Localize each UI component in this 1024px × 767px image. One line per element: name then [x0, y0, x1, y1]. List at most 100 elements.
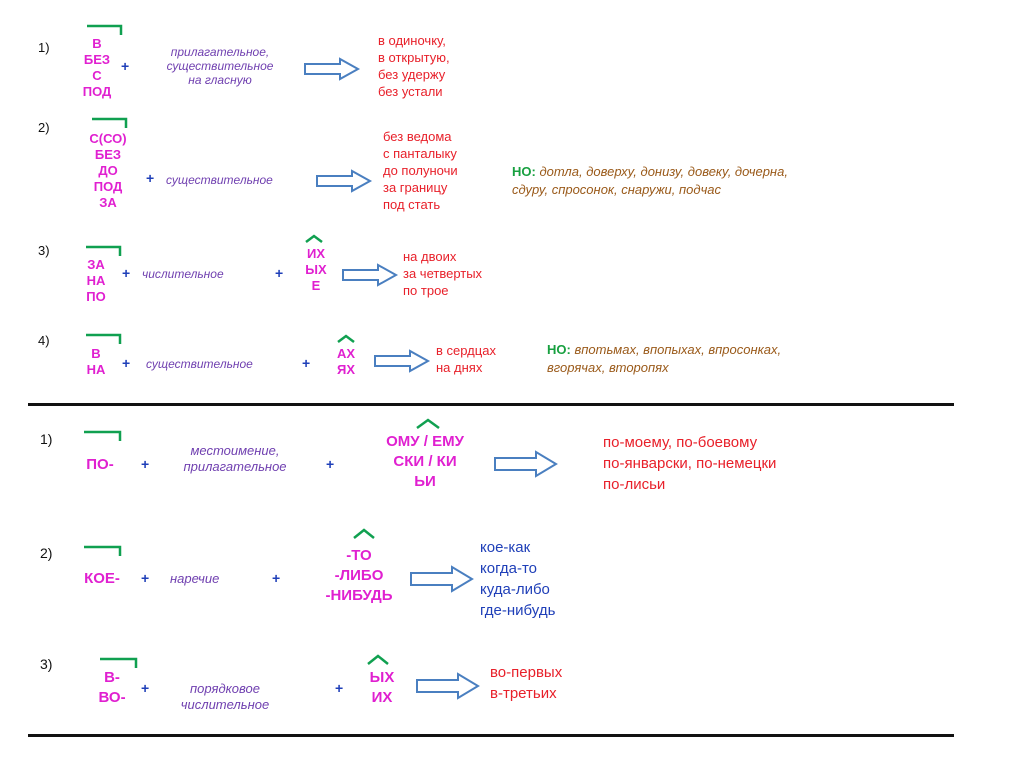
prefix: ПОД [82, 84, 112, 99]
prefix: ДО [98, 163, 118, 178]
suffix: ИХ [306, 246, 325, 261]
example: в сердцах [436, 343, 496, 358]
category-label: числительное [142, 267, 224, 281]
rule-number: 2) [38, 120, 50, 135]
plus-sign: + [141, 570, 150, 586]
category-label: существительное [146, 357, 253, 371]
example: за границу [383, 180, 448, 195]
prefix: В [92, 36, 102, 51]
rule-number: 3) [40, 656, 53, 672]
prefix: В- [104, 669, 120, 686]
suffix: ИХ [371, 689, 393, 706]
suffix-list: АХ ЯХ [326, 346, 366, 378]
category-line: прилагательное [183, 459, 287, 474]
example: без устали [378, 84, 443, 99]
plus-sign: + [141, 456, 150, 472]
category-line: числительное [180, 697, 270, 712]
suffix: ЫХ [369, 669, 395, 686]
plus-sign: + [121, 58, 130, 74]
example: где-нибудь [480, 602, 556, 619]
category-line: прилагательное, [170, 45, 270, 59]
prefix-bracket-icon [92, 117, 128, 128]
plus-sign: + [272, 570, 281, 586]
category-label: существительное [166, 173, 273, 187]
prefix-list: С(СО) БЕЗ ДО ПОД ЗА [70, 131, 146, 211]
suffix: Е [311, 278, 321, 293]
example-list: без ведома с панталыку до полуночи за гр… [383, 128, 458, 213]
example: когда-то [480, 560, 538, 577]
exception-note: НО: дотла, доверху, донизу, довеку, доче… [512, 163, 788, 199]
category-line: на гласную [188, 73, 252, 87]
suffix-list: ОМУ / ЕМУ СКИ / КИ ЬИ [350, 432, 500, 492]
category-label: наречие [170, 571, 220, 586]
arrow-right-icon [416, 672, 480, 700]
suffix: ЫХ [305, 262, 327, 277]
plus-sign: + [326, 456, 335, 472]
arrow-right-icon [342, 263, 399, 287]
prefix-bracket-icon [86, 245, 122, 256]
suffix-list: ЫХ ИХ [358, 668, 406, 708]
suffix-arc-icon [416, 418, 440, 430]
prefix: В [91, 346, 101, 361]
prefix-list: В НА [76, 346, 116, 378]
prefix-list: КОЕ- [70, 569, 134, 589]
exception-label: НО: [547, 342, 571, 357]
suffix: СКИ / КИ [393, 453, 457, 470]
example: без ведома [383, 129, 452, 144]
rule-number: 4) [38, 333, 50, 348]
category-line: существительное [166, 59, 274, 73]
prefix-bracket-icon [87, 24, 123, 35]
example-list: кое-как когда-то куда-либо где-нибудь [480, 537, 555, 621]
rule-number: 1) [40, 431, 53, 447]
example: в-третьих [490, 685, 557, 702]
category-label: порядковое числительное [165, 681, 285, 713]
exception-label: НО: [512, 164, 536, 179]
example-list: на двоих за четвертых по трое [403, 248, 482, 299]
example-list: во-первых в-третьих [490, 662, 562, 704]
section-divider-bottom [28, 734, 954, 737]
example: по-лисьи [603, 476, 666, 493]
arrow-right-icon [494, 450, 558, 478]
prefix: ВО- [98, 689, 126, 706]
plus-sign: + [146, 170, 155, 186]
suffix-arc-icon [353, 528, 375, 539]
example: по трое [403, 283, 449, 298]
example-list: в сердцах на днях [436, 342, 496, 376]
prefix: ЗА [87, 257, 105, 272]
prefix-bracket-icon [84, 545, 122, 556]
prefix: С(СО) [89, 131, 127, 146]
exception-text: впотьмах, впопыхах, впросонках, [574, 342, 782, 357]
exception-text: дотла, доверху, донизу, довеку, дочерна, [539, 164, 788, 179]
example: по-моему, по-боевому [603, 434, 758, 451]
suffix-arc-icon [305, 234, 323, 243]
prefix: НА [86, 273, 106, 288]
example-list: по-моему, по-боевому по-январски, по-нем… [603, 432, 776, 495]
prefix-bracket-icon [100, 657, 138, 668]
category-line: местоимение, [190, 443, 280, 458]
example: за четвертых [403, 266, 483, 281]
rule-number: 3) [38, 243, 50, 258]
prefix: ПО- [86, 456, 114, 473]
plus-sign: + [335, 680, 344, 696]
prefix: БЕЗ [94, 147, 122, 162]
example: куда-либо [480, 581, 550, 598]
suffix-list: -ТО -ЛИБО -НИБУДЬ [304, 546, 414, 606]
example: на двоих [403, 249, 457, 264]
prefix: С [92, 68, 102, 83]
example: в открытую, [378, 50, 450, 65]
example: кое-как [480, 539, 531, 556]
arrow-right-icon [410, 565, 474, 593]
example: на днях [436, 360, 483, 375]
prefix: БЕЗ [83, 52, 111, 67]
plus-sign: + [122, 355, 131, 371]
arrow-right-icon [316, 169, 373, 193]
suffix: ЬИ [414, 473, 436, 490]
suffix: -ЛИБО [334, 567, 384, 584]
section-divider [28, 403, 954, 406]
category-label: прилагательное, существительное на гласн… [142, 45, 298, 87]
prefix: ПОД [93, 179, 123, 194]
plus-sign: + [141, 680, 150, 696]
exception-text: вгорячах, второпях [547, 360, 669, 375]
plus-sign: + [122, 265, 131, 281]
suffix: ЯХ [336, 362, 355, 377]
